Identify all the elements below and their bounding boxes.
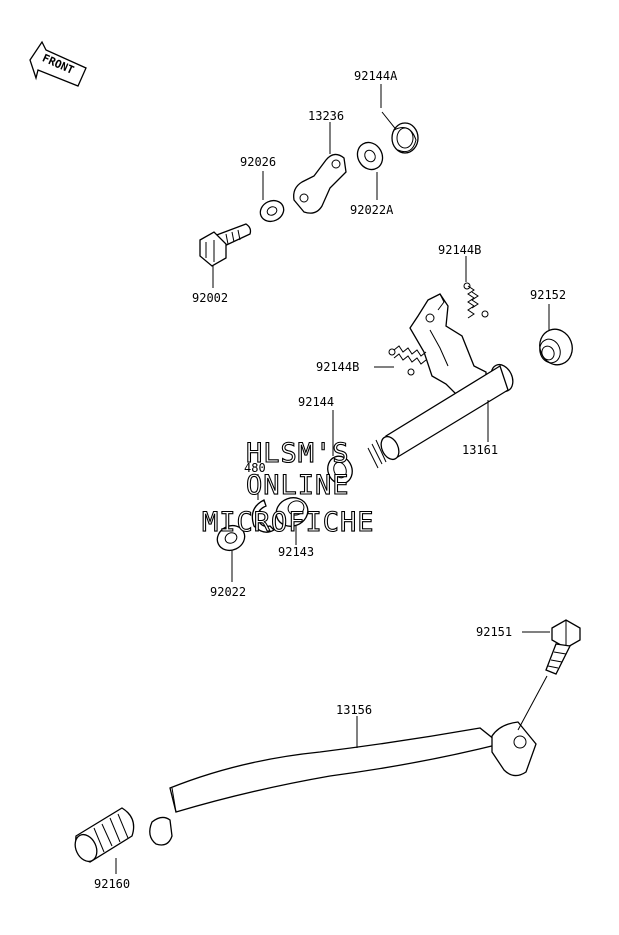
label-92160: 92160: [94, 877, 130, 891]
label-92152: 92152: [530, 288, 566, 302]
watermark-line1: HLSM'S: [246, 438, 350, 469]
label-13161: 13161: [462, 443, 498, 457]
spring-92144: [327, 455, 353, 485]
label-92022: 92022: [210, 585, 246, 599]
watermark-line3: MICROFICHE: [202, 507, 375, 538]
watermark-line2: ONLINE: [246, 470, 350, 501]
rubber-92160: [74, 807, 135, 863]
spring-92144B-mid: [388, 345, 427, 376]
label-92143: 92143: [278, 545, 314, 559]
washer-92022A: [356, 141, 384, 171]
label-13156: 13156: [336, 703, 372, 717]
bolt-92002: [199, 223, 252, 267]
shift-shaft-13161: [367, 293, 514, 469]
part-labels: 92144A 13236 92026 92022A 92002 92144B 9…: [94, 69, 566, 891]
label-92022A: 92022A: [350, 203, 394, 217]
collar-92143: [275, 497, 309, 527]
bolt-92151: [545, 619, 581, 675]
spring-92144A: [381, 111, 419, 154]
washer-92026: [259, 199, 285, 223]
label-92144B-mid: 92144B: [316, 360, 359, 374]
label-92151: 92151: [476, 625, 512, 639]
label-13236: 13236: [308, 109, 344, 123]
front-arrow: FRONT: [29, 40, 87, 87]
lever-13236: [293, 153, 347, 214]
label-92144B-top: 92144B: [438, 243, 481, 257]
label-480: 480: [244, 461, 266, 475]
label-92144: 92144: [298, 395, 334, 409]
shift-pedal-13156: [149, 721, 537, 846]
watermark: HLSM'S ONLINE MICROFICHE: [201, 437, 375, 538]
label-92026: 92026: [240, 155, 276, 169]
spring-92144B-top: [463, 282, 489, 319]
circlip-480: [251, 499, 276, 533]
leader-lines: [115, 84, 550, 874]
label-92144A: 92144A: [354, 69, 398, 83]
seal-92152: [539, 328, 573, 366]
label-92002: 92002: [192, 291, 228, 305]
washer-92022: [216, 524, 246, 552]
